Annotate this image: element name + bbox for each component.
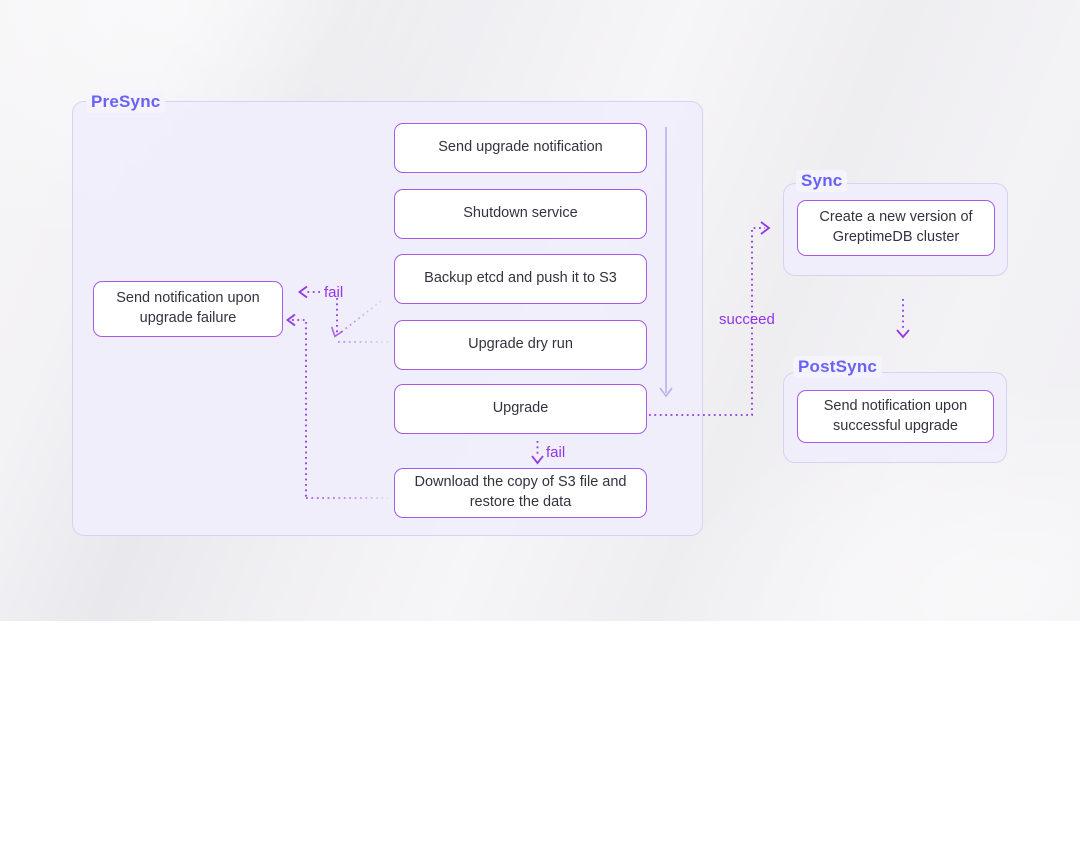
- node-create-new-version: Create a new version of GreptimeDB clust…: [797, 200, 995, 256]
- node-backup-etcd: Backup etcd and push it to S3: [394, 254, 647, 304]
- presync-label: PreSync: [86, 91, 166, 113]
- postsync-label: PostSync: [793, 356, 883, 378]
- sync-label: Sync: [796, 170, 848, 192]
- node-send-failure-notification: Send notification upon upgrade failure: [93, 281, 283, 337]
- edge-label-succeed: succeed: [719, 311, 775, 328]
- node-upgrade-dry-run: Upgrade dry run: [394, 320, 647, 370]
- edge-succeed-arrowhead: [760, 221, 771, 235]
- node-send-success-notification: Send notification upon successful upgrad…: [797, 390, 994, 443]
- edge-sync-postsync-arrowhead: [896, 329, 910, 339]
- node-download-restore: Download the copy of S3 file and restore…: [394, 468, 647, 518]
- edge-label-fail-bottom: fail: [546, 444, 566, 461]
- node-shutdown-service: Shutdown service: [394, 189, 647, 239]
- node-send-upgrade-notification: Send upgrade notification: [394, 123, 647, 173]
- node-upgrade: Upgrade: [394, 384, 647, 434]
- edge-label-fail-top: fail: [324, 284, 344, 301]
